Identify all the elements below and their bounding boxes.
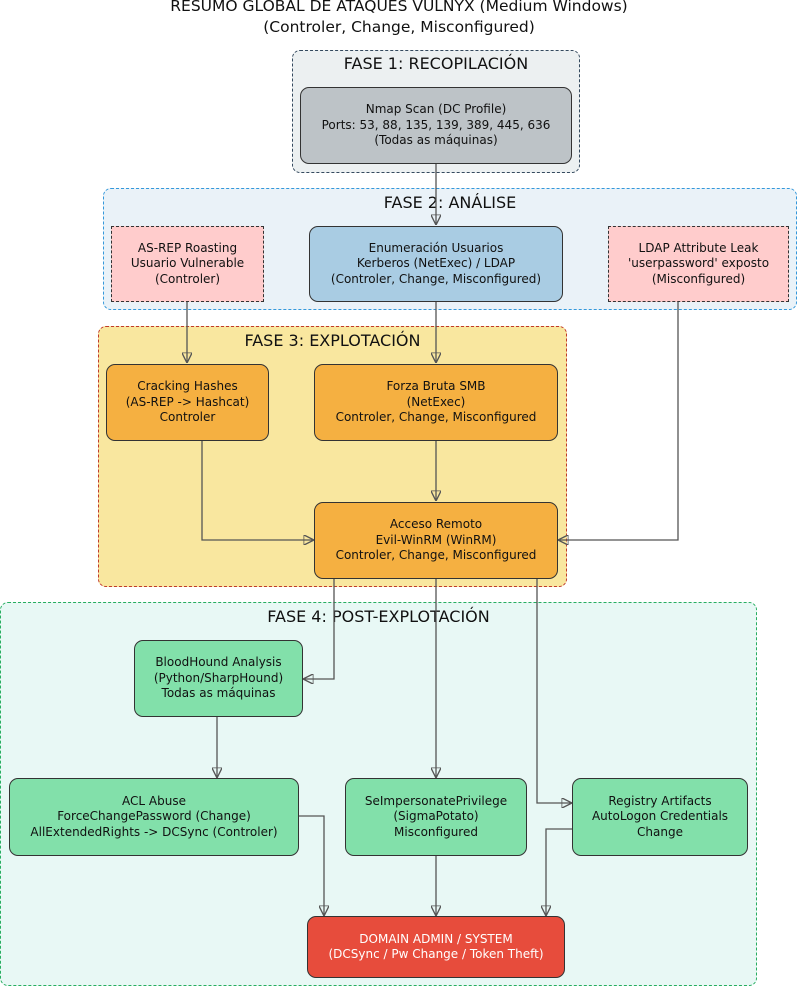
node-line: Ports: 53, 88, 135, 139, 389, 445, 636 (321, 117, 551, 132)
node-line: (Todas as máquinas) (374, 133, 498, 148)
phase-1-label: FASE 1: RECOPILACIÓN (343, 54, 529, 73)
node-line: (Python/SharpHound) (153, 670, 284, 685)
edge-reg-da (546, 828, 572, 916)
node-line: Controler, Change, Misconfigured (335, 410, 537, 425)
diagram-subtitle: (Controler, Change, Misconfigured) (263, 18, 535, 36)
node-line: Evil-WinRM (WinRM) (375, 532, 497, 547)
node-line: DOMAIN ADMIN / SYSTEM (359, 931, 513, 946)
node-smb-brute-force: Forza Bruta SMB (NetExec) Controler, Cha… (314, 364, 558, 441)
edge-winrm-reg (536, 579, 572, 803)
node-line: (Controler, Change, Misconfigured) (330, 271, 542, 286)
node-line: ForceChangePassword (Change) (57, 809, 251, 824)
node-line: AllExtendedRights -> DCSync (Controler) (30, 824, 278, 839)
node-line: ACL Abuse (122, 793, 186, 808)
node-seimpersonate-privilege: SeImpersonatePrivilege (SigmaPotato) Mis… (345, 778, 527, 856)
node-line: Nmap Scan (DC Profile) (365, 102, 507, 117)
node-asrep-roasting: AS-REP Roasting Usuario Vulnerable (Cont… (111, 226, 264, 302)
node-line: AS-REP Roasting (137, 240, 238, 255)
phase-2-label: FASE 2: ANÁLISE (383, 193, 517, 212)
node-line: Controler (159, 410, 216, 425)
node-line: (Misconfigured) (651, 271, 746, 286)
node-line: LDAP Attribute Leak (638, 240, 759, 255)
diagram-title: RESUMO GLOBAL DE ATAQUES VULNYX (Medium … (170, 0, 628, 15)
node-line: BloodHound Analysis (155, 655, 282, 670)
node-line: Change (637, 824, 683, 839)
node-line: Acceso Remoto (389, 517, 483, 532)
edge-acl-da (299, 815, 324, 916)
node-acl-abuse: ACL Abuse ForceChangePassword (Change) A… (9, 778, 299, 856)
node-line: Usuario Vulnerable (130, 256, 245, 271)
phase-3-label: FASE 3: EXPLOTACIÓN (244, 331, 421, 350)
node-ldap-attribute-leak: LDAP Attribute Leak 'userpassword' expos… (608, 226, 789, 302)
node-line: (NetExec) (406, 394, 466, 409)
node-cracking-hashes: Cracking Hashes (AS-REP -> Hashcat) Cont… (106, 364, 269, 441)
edge-ldap-winrm (558, 302, 679, 540)
node-registry-artifacts: Registry Artifacts AutoLogon Credentials… (572, 778, 748, 856)
node-line: (Controler) (154, 271, 221, 286)
node-line: AutoLogon Credentials (591, 809, 729, 824)
node-line: (SigmaPotato) (393, 809, 479, 824)
node-line: Enumeración Usuarios (368, 240, 504, 255)
node-line: (AS-REP -> Hashcat) (125, 394, 250, 409)
node-domain-admin: DOMAIN ADMIN / SYSTEM (DCSync / Pw Chang… (307, 916, 565, 978)
node-line: Cracking Hashes (137, 379, 238, 394)
node-line: Todas as máquinas (161, 686, 276, 701)
node-line: 'userpassword' exposto (627, 256, 770, 271)
edge-winrm-blood (303, 579, 335, 679)
node-line: Kerberos (NetExec) / LDAP (356, 256, 516, 271)
node-bloodhound-analysis: BloodHound Analysis (Python/SharpHound) … (134, 640, 303, 717)
node-line: Forza Bruta SMB (386, 379, 486, 394)
node-line: SeImpersonatePrivilege (364, 793, 508, 808)
node-line: Misconfigured (394, 824, 478, 839)
phase-4-label: FASE 4: POST-EXPLOTACIÓN (267, 607, 490, 626)
node-line: (DCSync / Pw Change / Token Theft) (328, 947, 544, 961)
edge-crack-winrm (201, 441, 314, 540)
node-line: Controler, Change, Misconfigured (335, 548, 537, 563)
node-line: Registry Artifacts (608, 793, 712, 808)
node-nmap-scan: Nmap Scan (DC Profile) Ports: 53, 88, 13… (300, 87, 572, 164)
node-remote-access-winrm: Acceso Remoto Evil-WinRM (WinRM) Control… (314, 502, 558, 579)
node-user-enumeration: Enumeración Usuarios Kerberos (NetExec) … (309, 226, 563, 302)
